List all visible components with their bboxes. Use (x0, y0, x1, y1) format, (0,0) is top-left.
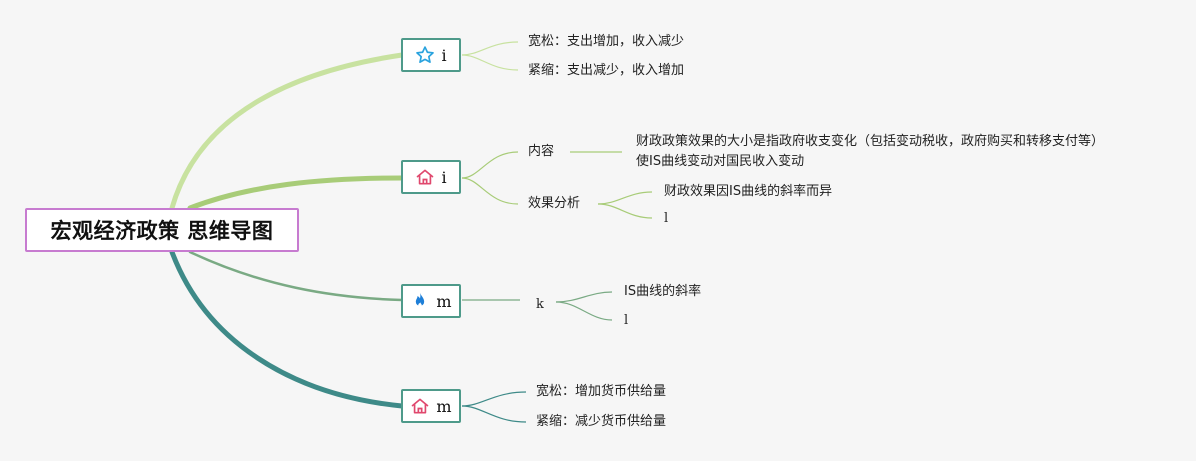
leaf-connector (461, 41, 519, 56)
subtopic-node[interactable]: l (624, 313, 629, 328)
topic-node[interactable]: 效果分析 (528, 196, 581, 211)
branch-label: i (441, 45, 447, 65)
topic-node[interactable]: 紧缩：支出减少，收入增加 (528, 63, 685, 78)
subtopic-node[interactable]: IS曲线的斜率 (624, 284, 702, 299)
detail-node[interactable]: 财政政策效果的大小是指政府收支变化（包括变动税收，政府购买和转移支付等）使IS曲… (636, 134, 1105, 169)
branch-connector-2 (187, 175, 405, 211)
leaf-connector (461, 391, 527, 407)
branch-node-4[interactable]: m (401, 389, 461, 423)
leaf-connector (461, 405, 527, 423)
leaf-connector (461, 54, 519, 71)
branch-label: m (436, 291, 452, 311)
leaf-connector (555, 301, 613, 321)
flame-icon (410, 291, 430, 311)
leaf-connector (597, 191, 653, 205)
leaf-connector (555, 291, 613, 303)
topic-node[interactable]: 宽松：增加货币供给量 (536, 384, 667, 399)
branch-connector-3 (188, 250, 404, 302)
leaf-connector (597, 203, 653, 219)
branch-label: i (441, 167, 447, 187)
house-icon (410, 396, 430, 416)
branch-node-2[interactable]: i (401, 160, 461, 194)
branch-connector-1 (169, 52, 405, 211)
branch-node-1[interactable]: i (401, 38, 461, 72)
topic-node[interactable]: 紧缩：减少货币供给量 (536, 414, 667, 429)
topic-node[interactable]: 内容 (528, 144, 555, 159)
subtopic-node[interactable]: 财政效果因IS曲线的斜率而异 (664, 184, 833, 199)
root-title: 宏观经济政策 思维导图 (50, 219, 274, 243)
branch-connector-4 (169, 249, 405, 409)
root-node[interactable]: 宏观经济政策 思维导图 (25, 208, 299, 252)
topic-node[interactable]: 宽松：支出增加，收入减少 (528, 34, 685, 49)
star-icon (415, 45, 435, 65)
subtopic-node[interactable]: l (664, 211, 669, 226)
branch-label: m (436, 396, 452, 416)
topic-node[interactable]: k (536, 297, 544, 312)
leaf-connector (461, 177, 519, 205)
branch-node-3[interactable]: m (401, 284, 461, 318)
house-icon (415, 167, 435, 187)
leaf-connector (461, 151, 519, 179)
